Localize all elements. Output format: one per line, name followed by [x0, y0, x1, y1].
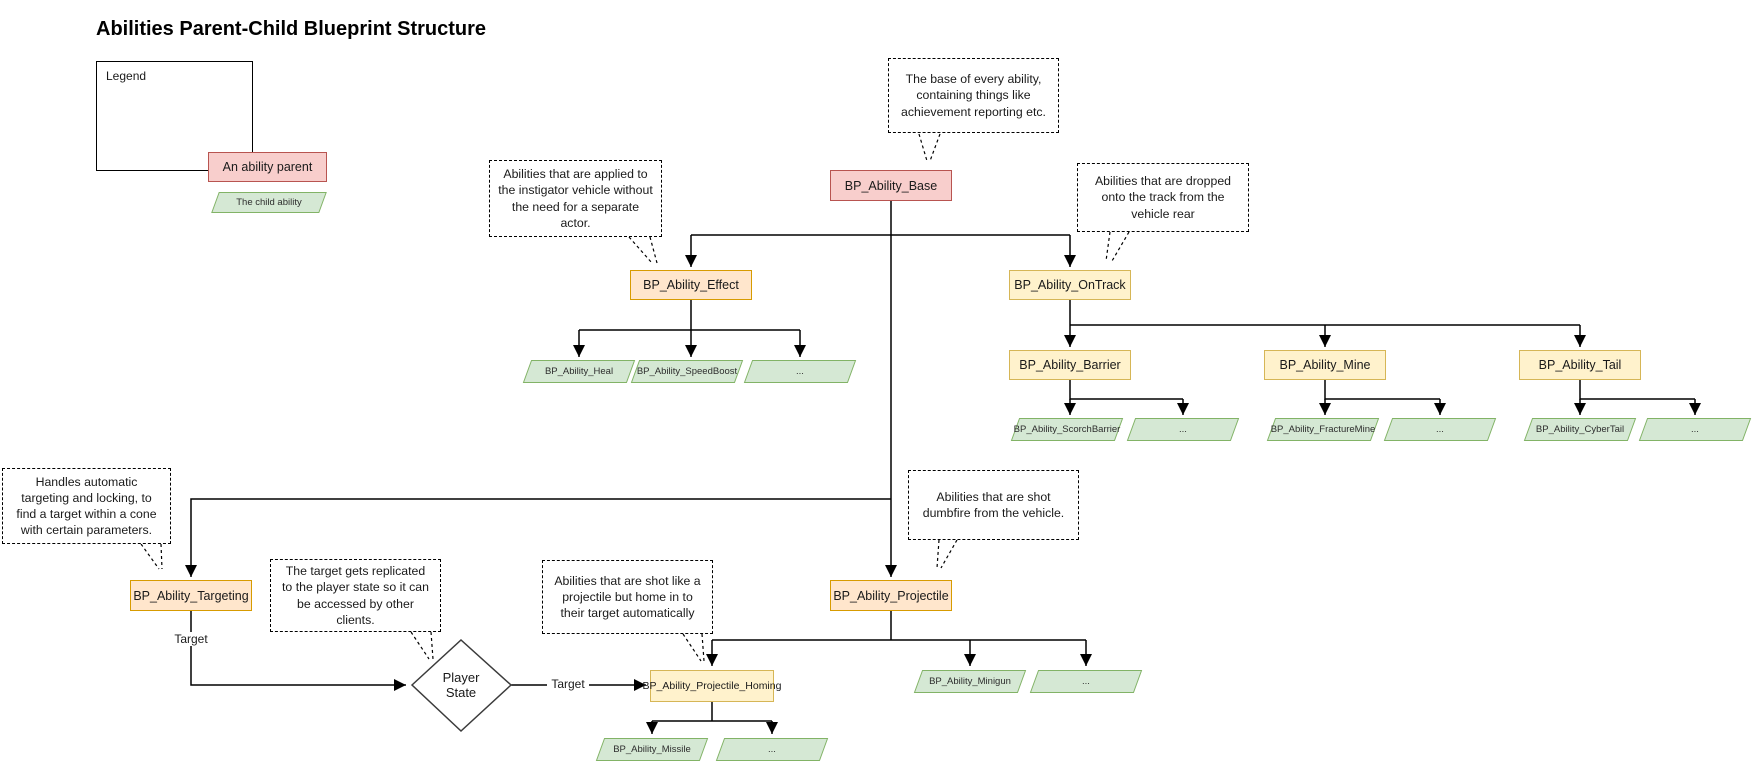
node-bp-ability-barrier: BP_Ability_Barrier: [1009, 350, 1131, 380]
leaf-bp-ability-missile: BP_Ability_Missile: [594, 738, 710, 761]
leaf-bp-ability-cybertail: BP_Ability_CyberTail: [1522, 418, 1638, 441]
leaf-label: ...: [1179, 424, 1187, 435]
leaf-label: BP_Ability_CyberTail: [1535, 424, 1625, 435]
leaf-barrier-more: ...: [1125, 418, 1241, 441]
legend-title: Legend: [106, 69, 147, 83]
leaf-label: BP_Ability_SpeedBoost: [636, 366, 738, 377]
edge-label-target-in: Target: [547, 677, 589, 691]
node-bp-ability-projectile: BP_Ability_Projectile: [830, 580, 952, 611]
leaf-mine-more: ...: [1382, 418, 1498, 441]
leaf-label: ...: [1691, 424, 1699, 435]
leaf-bp-ability-scorchbarrier: BP_Ability_ScorchBarrier: [1009, 418, 1125, 441]
callout-replicated: The target gets replicated to the player…: [270, 559, 441, 632]
leaf-bp-ability-speedboost: BP_Ability_SpeedBoost: [629, 360, 745, 383]
player-state-label: Player State: [442, 670, 480, 700]
leaf-label: BP_Ability_Heal: [544, 366, 614, 377]
leaf-bp-ability-fracturemine: BP_Ability_FractureMine: [1265, 418, 1381, 441]
leaf-label: ...: [1436, 424, 1444, 435]
node-bp-ability-tail: BP_Ability_Tail: [1519, 350, 1641, 380]
node-bp-ability-targeting: BP_Ability_Targeting: [130, 580, 252, 611]
leaf-label: ...: [1082, 676, 1090, 687]
leaf-homing-more: ...: [714, 738, 830, 761]
legend-child-sample: The child ability: [209, 192, 329, 213]
page-title: Abilities Parent-Child Blueprint Structu…: [96, 18, 487, 40]
node-bp-ability-mine: BP_Ability_Mine: [1264, 350, 1386, 380]
leaf-label: ...: [768, 744, 776, 755]
player-state-diamond: [410, 638, 513, 733]
legend-parent-sample: An ability parent: [208, 152, 327, 182]
node-bp-ability-projectile-homing: BP_Ability_Projectile_Homing: [643, 670, 781, 702]
leaf-bp-ability-heal: BP_Ability_Heal: [521, 360, 637, 383]
leaf-projectile-more: ...: [1028, 670, 1144, 693]
callout-effect: Abilities that are applied to the instig…: [489, 160, 662, 237]
leaf-bp-ability-minigun: BP_Ability_Minigun: [912, 670, 1028, 693]
edge-label-target-out: Target: [170, 632, 212, 646]
legend: Legend An ability parent The child abili…: [96, 61, 327, 213]
node-bp-ability-ontrack: BP_Ability_OnTrack: [1009, 270, 1131, 300]
leaf-label: ...: [796, 366, 804, 377]
leaf-label: BP_Ability_Minigun: [929, 676, 1011, 687]
callout-targeting: Handles automatic targeting and locking,…: [2, 468, 171, 544]
leaf-label: BP_Ability_Missile: [613, 744, 691, 755]
callout-projectile: Abilities that are shot dumbfire from th…: [908, 470, 1079, 540]
leaf-label: BP_Ability_FractureMine: [1270, 424, 1376, 435]
legend-child-label: The child ability: [236, 197, 302, 208]
callout-ontrack: Abilities that are dropped onto the trac…: [1077, 163, 1249, 232]
callout-homing: Abilities that are shot like a projectil…: [542, 560, 713, 634]
leaf-effect-more: ...: [742, 360, 858, 383]
node-bp-ability-effect: BP_Ability_Effect: [630, 270, 752, 300]
callout-base: The base of every ability, containing th…: [888, 58, 1059, 133]
leaf-tail-more: ...: [1637, 418, 1752, 441]
leaf-label: BP_Ability_ScorchBarrier: [1013, 424, 1121, 435]
node-bp-ability-base: BP_Ability_Base: [830, 170, 952, 201]
